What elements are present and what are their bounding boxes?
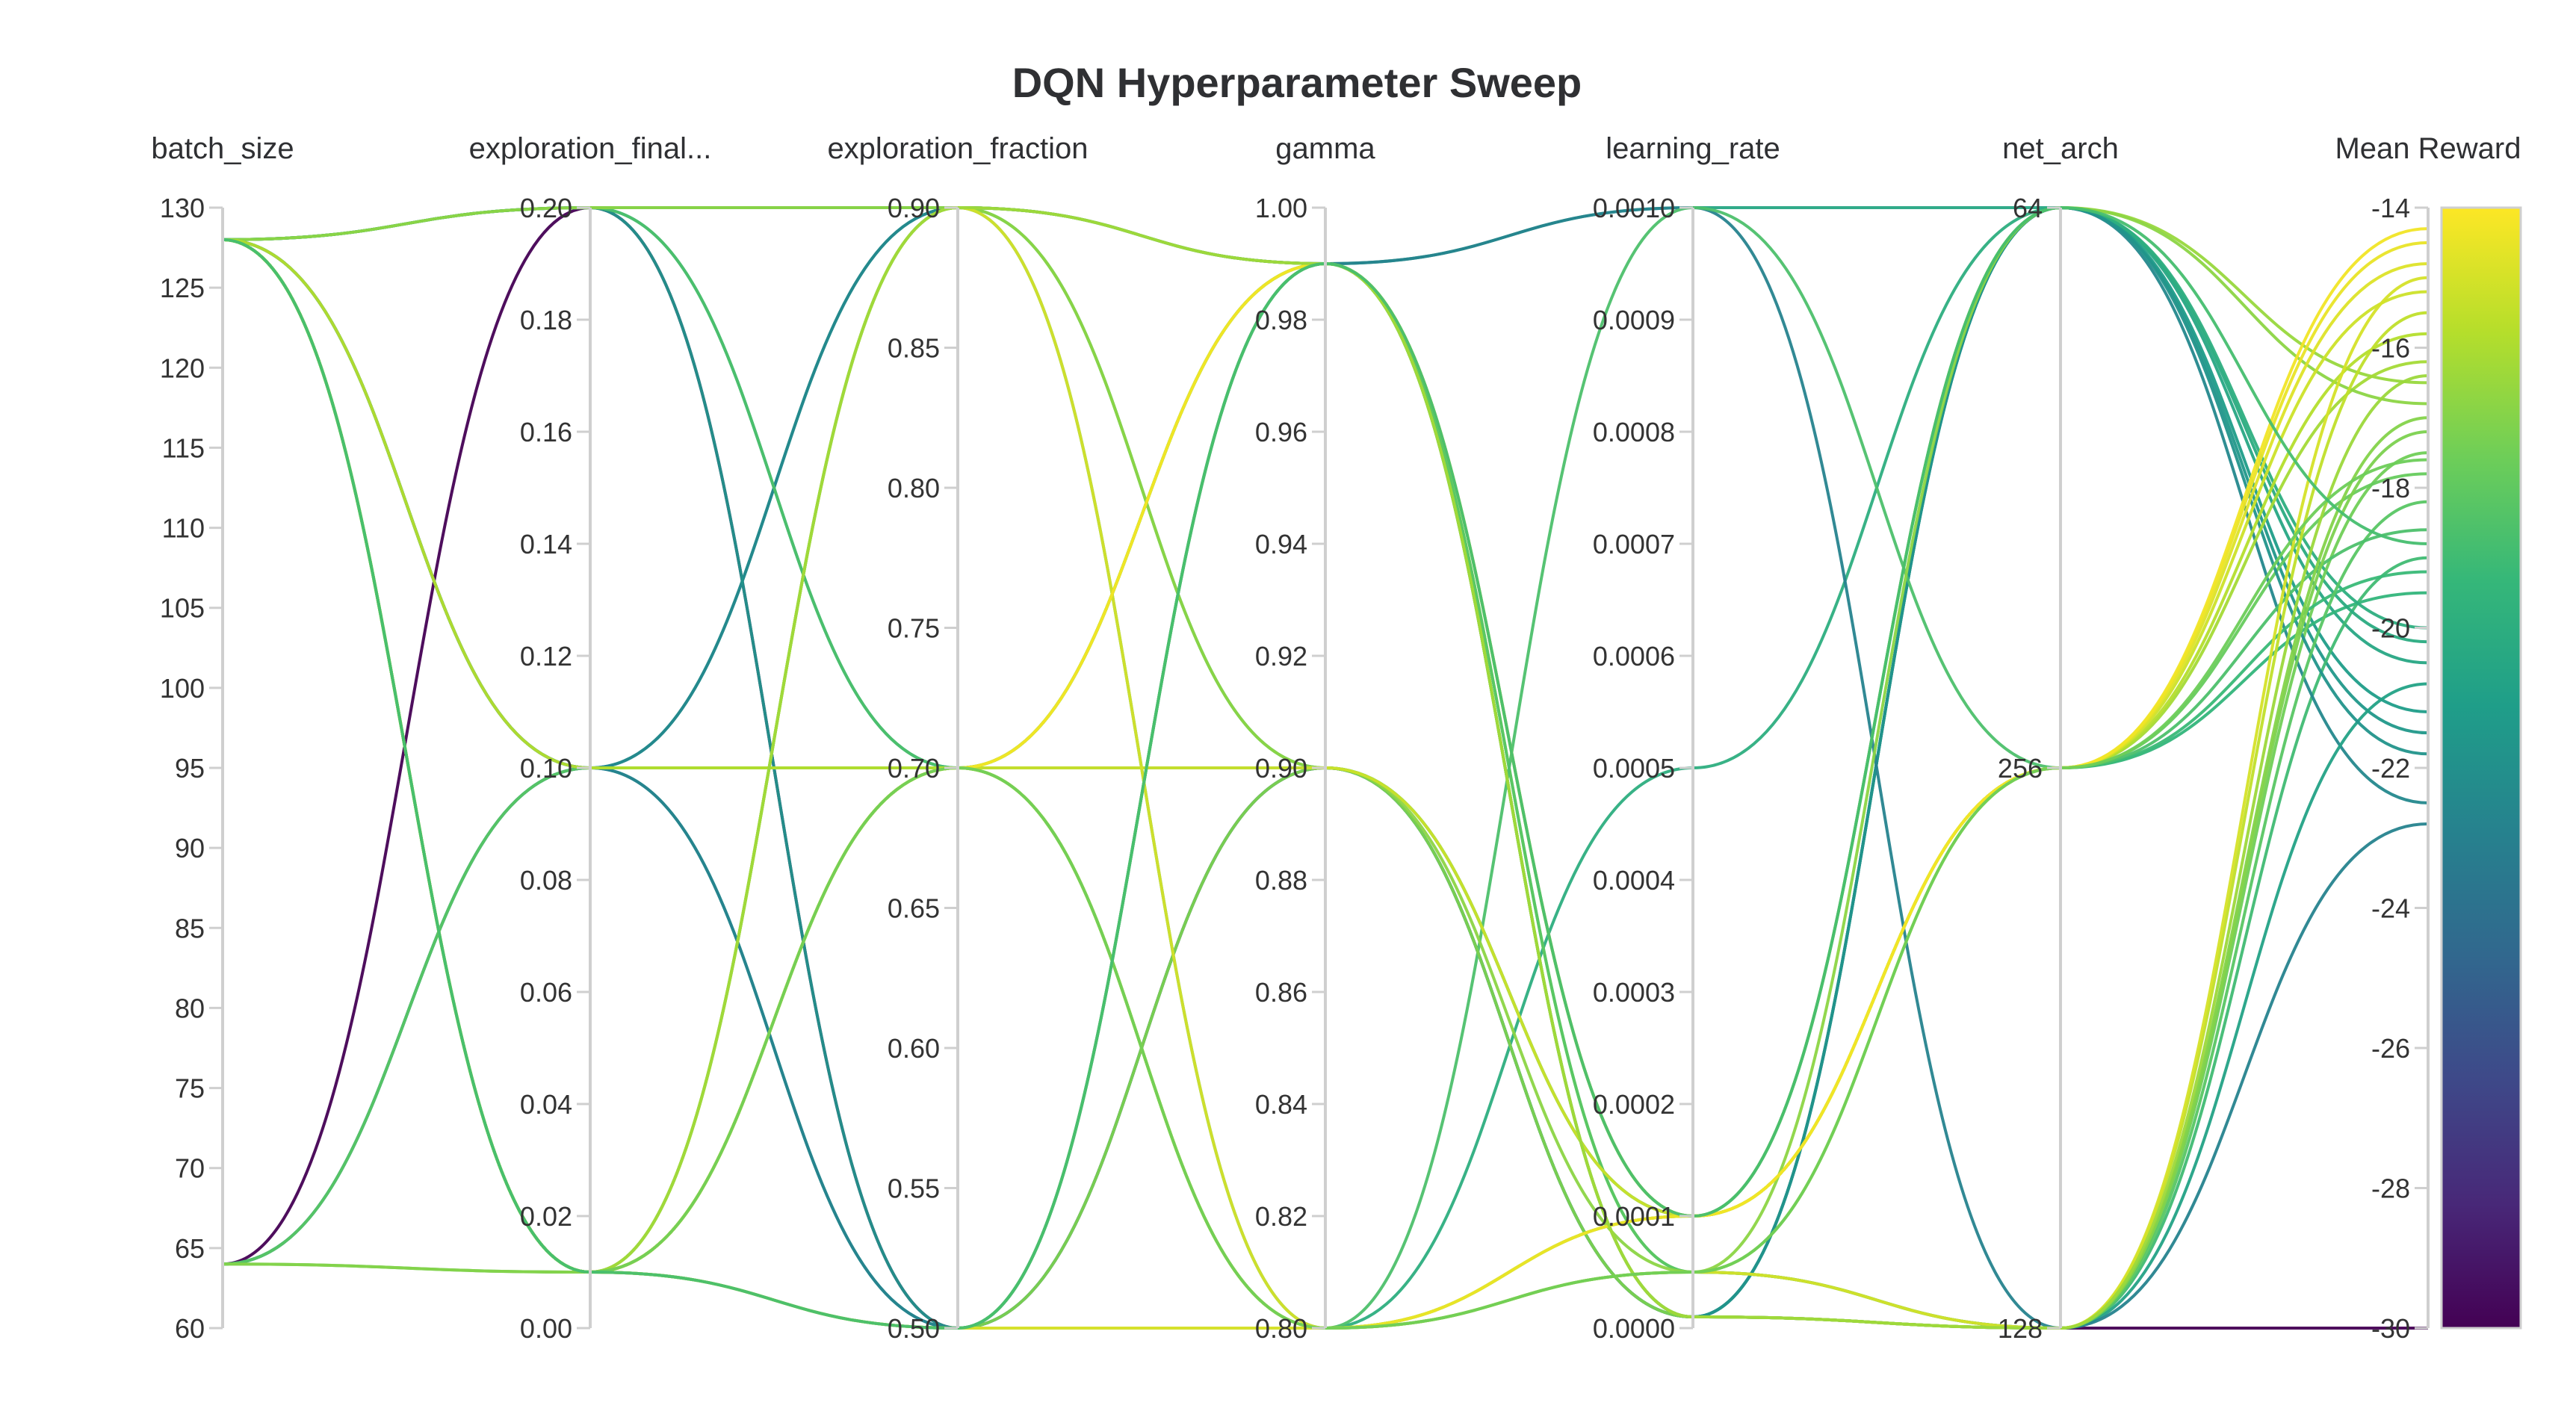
- tick-label: 0.98: [1255, 305, 1307, 335]
- axis-exploration_final_eps: exploration_final... 0.20 0.18 0.16 0.14 0.12…: [469, 132, 712, 1344]
- axis-batch_size: batch_size 130 125 120 115 110 105 100 95 90 85 80 7…: [151, 132, 294, 1344]
- tick-label: 95: [175, 753, 205, 784]
- tick-label: 0.80: [1255, 1313, 1307, 1344]
- tick-label: 0.84: [1255, 1089, 1307, 1120]
- tick-label: 0.16: [520, 417, 572, 447]
- tick-label: 65: [175, 1233, 205, 1264]
- tick-label: 0.02: [520, 1201, 572, 1232]
- tick-label: 0.50: [888, 1313, 940, 1344]
- run-line-31: [222, 205, 2429, 1330]
- tick-label: 0.75: [888, 613, 940, 644]
- tick-label: 60: [175, 1313, 205, 1344]
- colorbar: [2440, 206, 2522, 1330]
- tick-label: 0.0002: [1593, 1089, 1675, 1120]
- tick-label: 0.10: [520, 753, 572, 784]
- tick-label: 0.90: [1255, 753, 1307, 784]
- chart-title: DQN Hyperparameter Sweep: [1012, 59, 1582, 106]
- axis-gamma: gamma 1.00 0.98 0.96 0.94 0.92 0.90 0.88 0.86 0.8…: [1255, 132, 1376, 1344]
- tick-label: 0.0000: [1593, 1313, 1675, 1344]
- tick-label: 0.0003: [1593, 977, 1675, 1008]
- tick-label: 0.0004: [1593, 865, 1675, 896]
- run-line-16: [222, 205, 2429, 1330]
- tick-label: 0.12: [520, 641, 572, 672]
- tick-label: 75: [175, 1073, 205, 1104]
- axis-mean_reward: Mean Reward -14 -16 -18 -20 -22 -24 -26 -28 -30: [2335, 132, 2521, 1344]
- tick-label: -14: [2371, 193, 2410, 223]
- tick-label: 70: [175, 1153, 205, 1184]
- axis-label-mean_reward: Mean Reward: [2335, 132, 2521, 165]
- axis-exploration_fraction: exploration_fraction 0.90 0.85 0.80 0.75 0.70…: [827, 132, 1088, 1344]
- tick-label: 85: [175, 913, 205, 943]
- tick-label: 1.00: [1255, 193, 1307, 223]
- tick-label: 0.20: [520, 193, 572, 223]
- tick-label: -24: [2371, 893, 2410, 924]
- axis-label-learning_rate: learning_rate: [1606, 132, 1780, 165]
- tick-label: 0.0009: [1593, 305, 1675, 335]
- tick-label: 0.0010: [1593, 193, 1675, 223]
- tick-label: 0.08: [520, 865, 572, 896]
- tick-label: 115: [162, 432, 205, 463]
- tick-label: 0.55: [888, 1173, 940, 1204]
- tick-label: 0.00: [520, 1313, 572, 1344]
- tick-label: 0.65: [888, 893, 940, 924]
- tick-label: 0.0006: [1593, 641, 1675, 672]
- tick-label: -16: [2371, 333, 2410, 364]
- axis-label-net_arch: net_arch: [2002, 132, 2119, 165]
- tick-label: 100: [160, 673, 205, 704]
- axis-label-exploration_final_eps: exploration_final...: [469, 132, 712, 165]
- tick-label: 0.04: [520, 1089, 572, 1120]
- tick-label: -26: [2371, 1033, 2410, 1064]
- axes-layer: batch_size 130 125 120 115 110 105 100 95 90 85 80 7…: [151, 132, 2522, 1344]
- tick-label: -22: [2371, 753, 2410, 784]
- tick-label: 64: [2013, 193, 2043, 223]
- tick-label: 105: [160, 593, 205, 624]
- axis-label-batch_size: batch_size: [151, 132, 294, 165]
- tick-label: 0.60: [888, 1033, 940, 1064]
- tick-label: 0.92: [1255, 641, 1307, 672]
- tick-label: -30: [2371, 1313, 2410, 1344]
- tick-label: 256: [1998, 753, 2043, 784]
- tick-label: 80: [175, 993, 205, 1023]
- tick-label: 0.85: [888, 333, 940, 364]
- tick-label: 110: [162, 513, 205, 544]
- tick-label: 0.0007: [1593, 529, 1675, 559]
- tick-label: 0.70: [888, 753, 940, 784]
- tick-label: 128: [1998, 1313, 2043, 1344]
- tick-label: 0.0005: [1593, 753, 1675, 784]
- axis-label-gamma: gamma: [1275, 132, 1375, 165]
- tick-label: 0.88: [1255, 865, 1307, 896]
- tick-label: 0.06: [520, 977, 572, 1008]
- tick-label: -20: [2371, 613, 2410, 644]
- axis-label-exploration_fraction: exploration_fraction: [827, 132, 1088, 165]
- tick-label: 0.96: [1255, 417, 1307, 447]
- axis-net_arch: net_arch 64 256 128: [1998, 132, 2119, 1344]
- tick-label: -18: [2371, 473, 2410, 503]
- tick-label: 0.0008: [1593, 417, 1675, 447]
- tick-label: 0.18: [520, 305, 572, 335]
- tick-label: 0.0001: [1593, 1201, 1675, 1232]
- tick-label: 0.94: [1255, 529, 1307, 559]
- tick-label: 0.90: [888, 193, 940, 223]
- tick-label: 120: [160, 353, 205, 383]
- tick-label: 90: [175, 833, 205, 863]
- tick-label: -28: [2371, 1173, 2410, 1204]
- tick-label: 0.80: [888, 473, 940, 503]
- tick-label: 0.82: [1255, 1201, 1307, 1232]
- tick-label: 125: [160, 273, 205, 303]
- axis-learning_rate: learning_rate 0.0010 0.0009 0.0008 0.0007 0.0…: [1593, 132, 1780, 1344]
- tick-label: 130: [160, 193, 205, 223]
- tick-label: 0.86: [1255, 977, 1307, 1008]
- tick-label: 0.14: [520, 529, 572, 559]
